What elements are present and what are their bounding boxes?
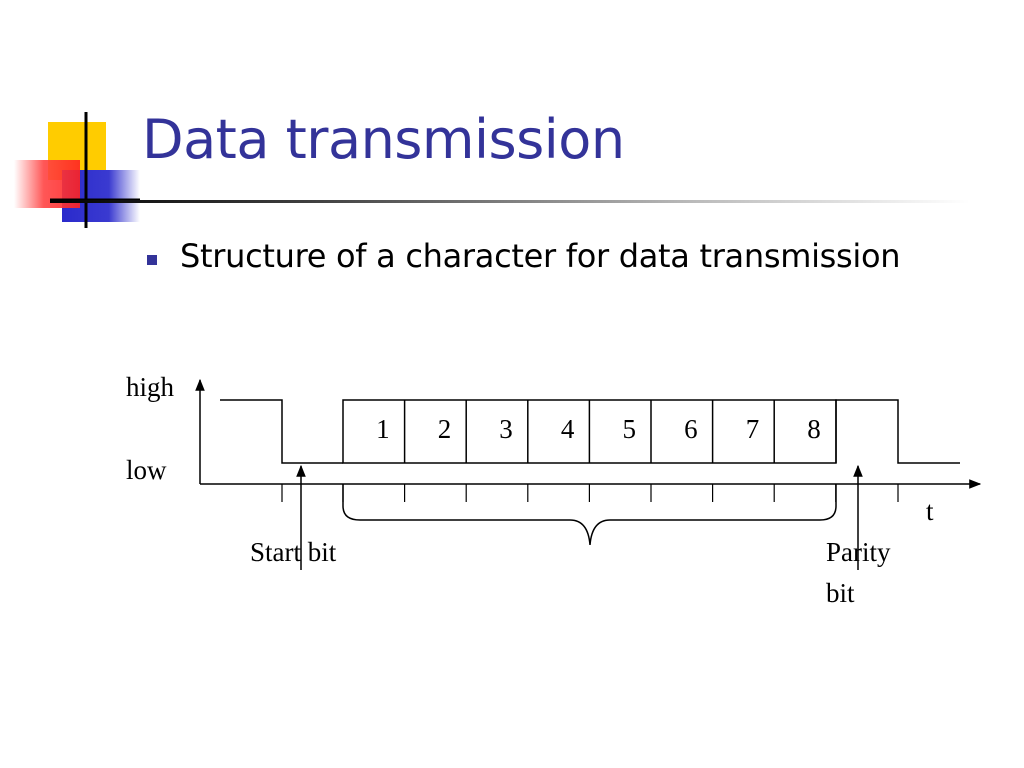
- parity-bit-label-line1: Parity: [826, 537, 891, 567]
- bit-label-1: 1: [376, 414, 390, 444]
- y-low-label: low: [126, 455, 167, 485]
- bit-label-7: 7: [746, 414, 760, 444]
- bullet-marker: [147, 255, 157, 265]
- bit-label-5: 5: [623, 414, 637, 444]
- bit-label-6: 6: [684, 414, 698, 444]
- bit-labels: 1 2 3 4 5 6 7 8: [376, 414, 821, 444]
- title-underline: [50, 200, 970, 203]
- signal-waveform-end: [835, 399, 960, 464]
- axis-ticks: [281, 484, 899, 502]
- bit-label-8: 8: [807, 414, 821, 444]
- bullet-text: Structure of a character for data transm…: [180, 237, 901, 275]
- bit-label-4: 4: [561, 414, 575, 444]
- parity-bit-label-line2: bit: [826, 578, 855, 608]
- slide-title: Data transmission: [142, 108, 625, 171]
- bit-dividers: [403, 400, 775, 463]
- bit-label-2: 2: [438, 414, 452, 444]
- x-axis-label: t: [926, 496, 934, 526]
- bit-label-3: 3: [499, 414, 513, 444]
- data-bits-brace: [342, 484, 837, 546]
- signal-waveform: [220, 399, 343, 464]
- y-high-label: high: [126, 372, 175, 402]
- start-bit-label: Start bit: [250, 537, 337, 567]
